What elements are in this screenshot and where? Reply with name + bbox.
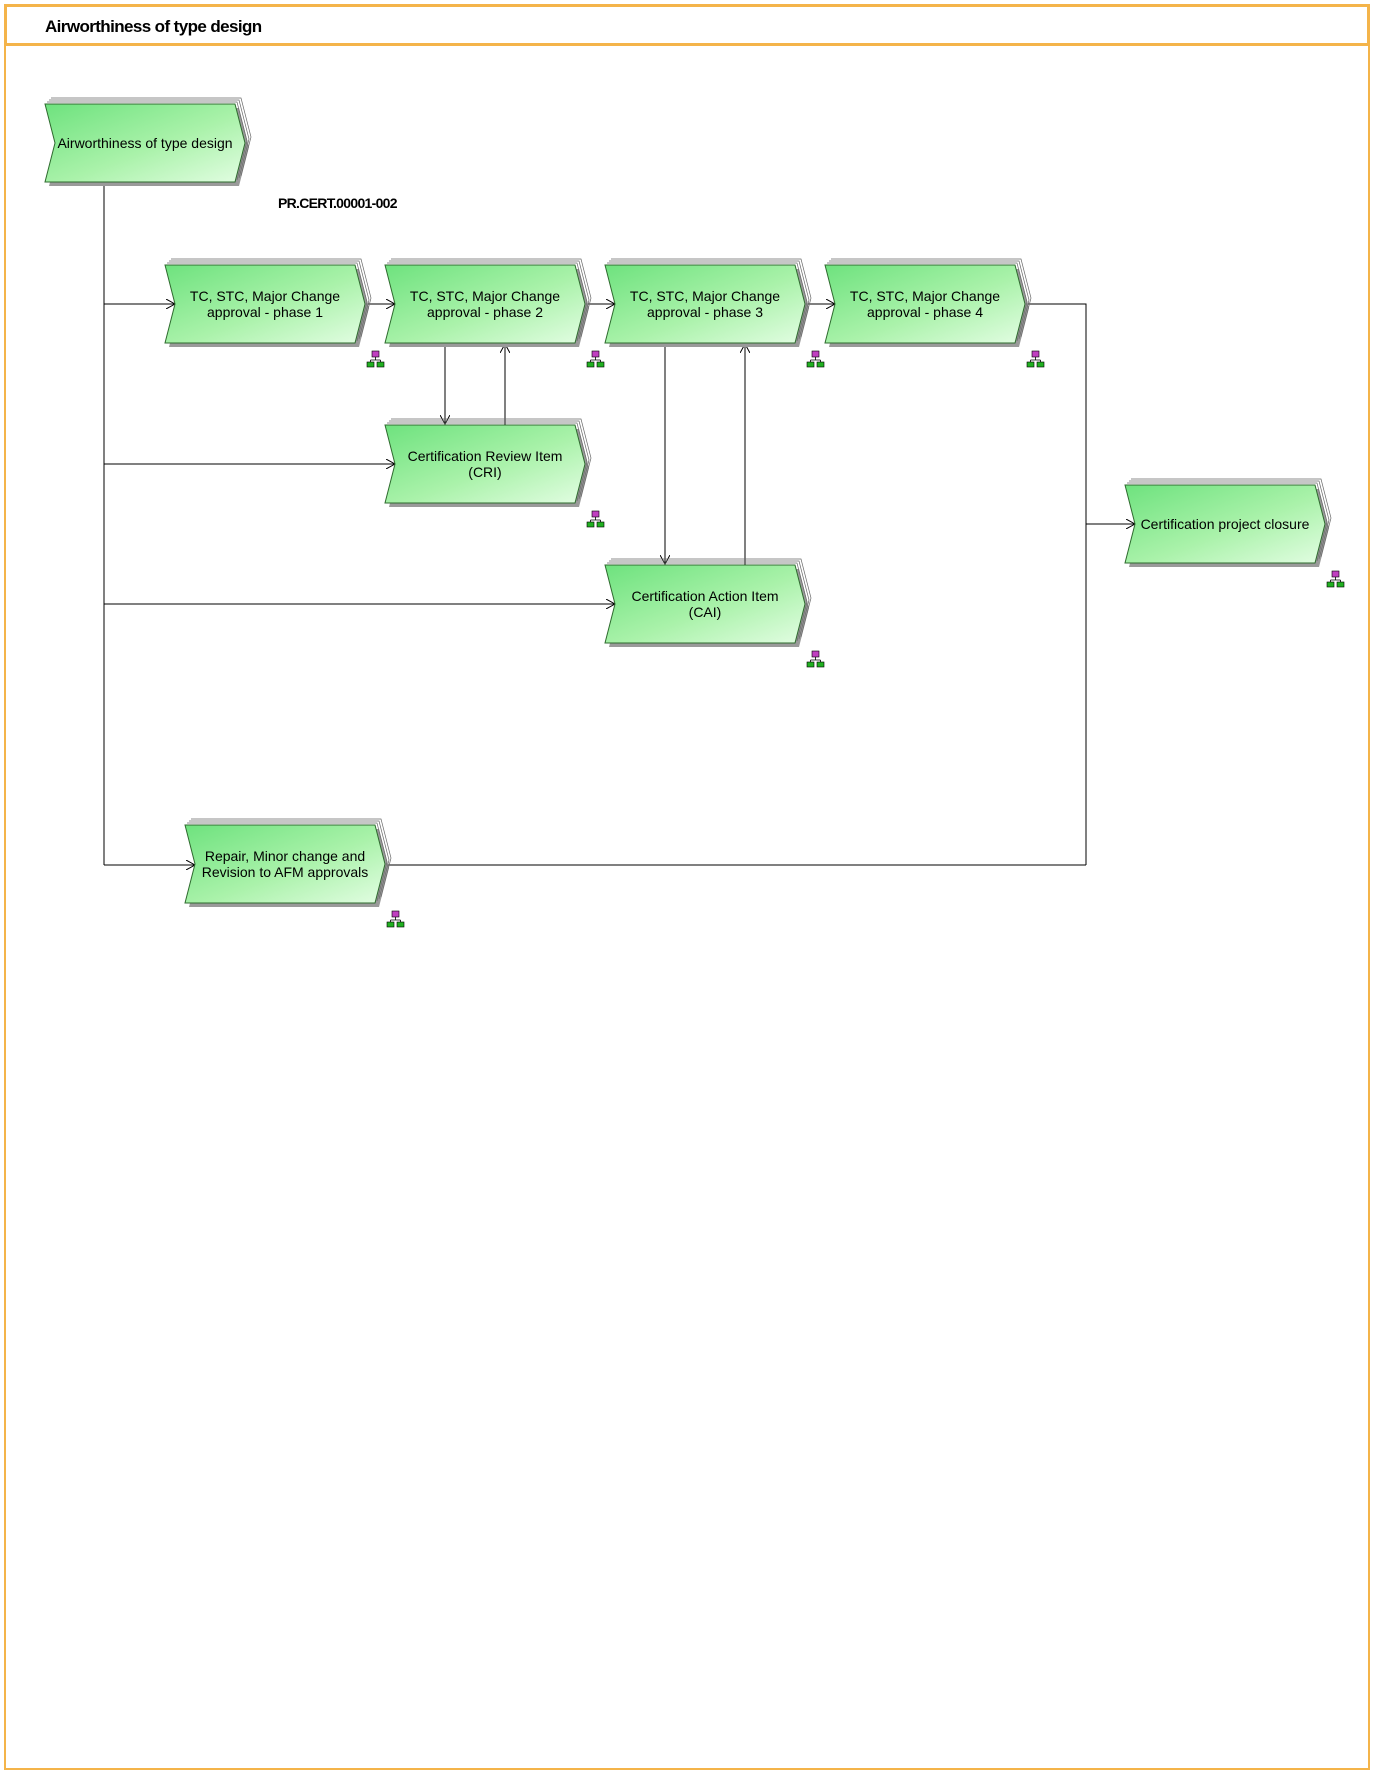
process-hierarchy-icon[interactable]	[806, 350, 825, 368]
process-hierarchy-icon[interactable]	[806, 650, 825, 668]
process-hierarchy-icon[interactable]	[1026, 350, 1045, 368]
node-label-line: approval - phase 3	[647, 304, 763, 320]
node-repair[interactable]	[184, 818, 405, 928]
node-label-line: TC, STC, Major Change	[409, 288, 561, 304]
node-label-line: Certification Action Item	[631, 588, 779, 604]
node-label-line: TC, STC, Major Change	[189, 288, 341, 304]
node-label-closure: Certification project closure	[1135, 485, 1315, 563]
node-label-line: TC, STC, Major Change	[849, 288, 1001, 304]
node-phase1[interactable]	[164, 258, 385, 368]
process-hierarchy-icon[interactable]	[366, 350, 385, 368]
node-root[interactable]	[44, 97, 252, 186]
model-id: PR.CERT.00001-002	[278, 195, 398, 211]
node-label-cri: Certification Review Item(CRI)	[395, 425, 575, 503]
node-cai[interactable]	[604, 558, 825, 668]
node-label-line: TC, STC, Major Change	[629, 288, 781, 304]
process-hierarchy-icon[interactable]	[586, 350, 605, 368]
node-label-line: approval - phase 4	[867, 304, 983, 320]
process-hierarchy-icon[interactable]	[1326, 570, 1345, 588]
nodes-layer	[44, 97, 1345, 928]
node-phase4[interactable]	[824, 258, 1045, 368]
node-label-line: Airworthiness of type design	[57, 135, 233, 151]
node-label-line: approval - phase 2	[427, 304, 543, 320]
process-hierarchy-icon[interactable]	[386, 910, 405, 928]
node-label-root: Airworthiness of type design	[55, 104, 235, 182]
node-cri[interactable]	[384, 418, 605, 528]
node-label-line: approval - phase 1	[207, 304, 323, 320]
process-hierarchy-icon[interactable]	[586, 510, 605, 528]
node-label-line: Revision to AFM approvals	[201, 864, 369, 880]
node-label-line: Certification Review Item	[407, 448, 563, 464]
node-label-line: Certification project closure	[1140, 516, 1310, 532]
node-label-line: Repair, Minor change and	[204, 848, 366, 864]
node-label-cai: Certification Action Item(CAI)	[615, 565, 795, 643]
node-closure[interactable]	[1124, 478, 1345, 588]
title-bar: Airworthiness of type design	[4, 4, 1370, 46]
node-label-line: (CRI)	[468, 464, 502, 480]
connector-line	[1025, 303, 1087, 865]
node-phase2[interactable]	[384, 258, 605, 368]
connectors	[103, 182, 1135, 865]
node-label-line: (CAI)	[688, 604, 722, 620]
page-title: Airworthiness of type design	[45, 17, 262, 36]
node-phase3[interactable]	[604, 258, 825, 368]
